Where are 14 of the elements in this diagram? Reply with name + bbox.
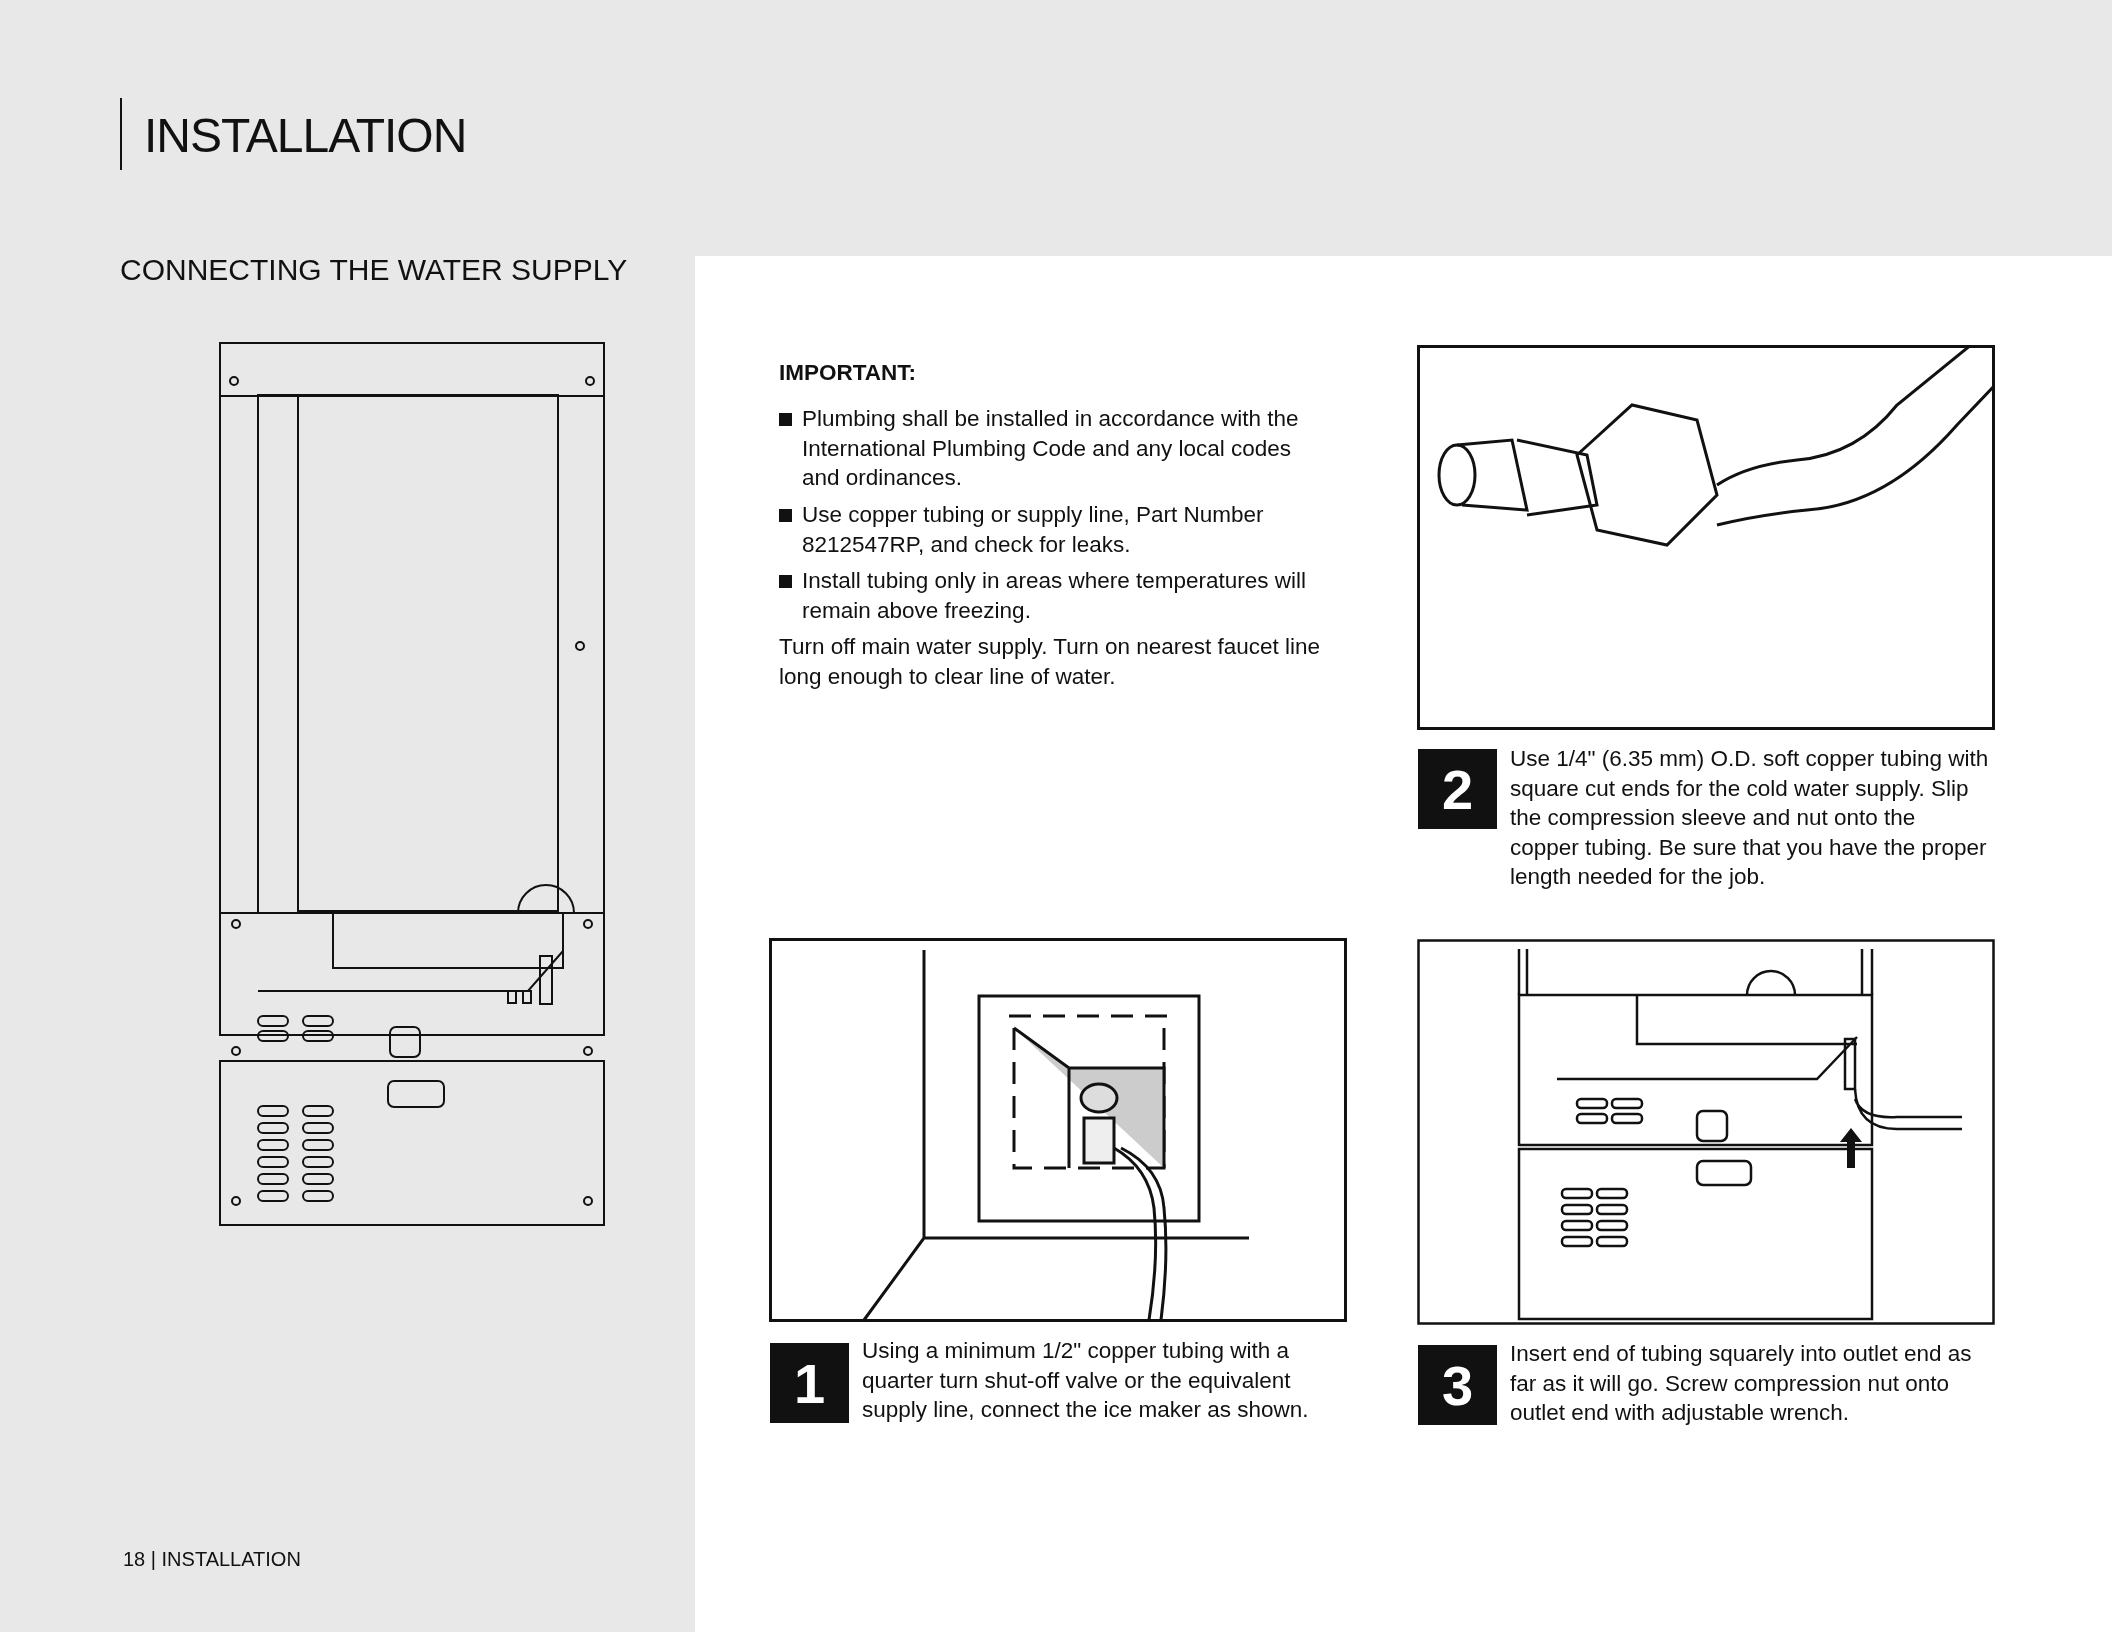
bullet-text: Use copper tubing or supply line, Part Number 8212547RP, and check for leaks. [802, 501, 1265, 559]
step-text: Using a minimum 1/2" copper tubing with a quarter turn shut-off valve or the equivalent supply line, connect the ice maker as shown. [862, 1337, 1310, 1424]
step-number: 2 [1418, 749, 1497, 829]
step-number: 1 [770, 1343, 849, 1423]
instruction-text: Turn off main water supply. Turn on nearest faucet line long enough to clear line of water. [779, 633, 1322, 691]
page-title: INSTALLATION [144, 108, 467, 163]
step-text: Use 1/4" (6.35 mm) O.D. soft copper tubing with square cut ends for the cold water supply. Slip the compression sleeve and nut onto the copper tubing. Be sure that you have the proper length needed for the job. [1510, 745, 1990, 891]
section-heading: CONNECTING THE WATER SUPPLY [120, 253, 629, 287]
step-text: Insert end of tubing squarely into outlet end as far as it will go. Screw compression nut onto outlet end with adjustable wrench. [1510, 1340, 1973, 1427]
bullet-text: Plumbing shall be installed in accordance with the International Plumbing Code and any local codes and ordinances. [802, 405, 1300, 492]
note-heading: IMPORTANT: [779, 359, 918, 387]
step-number: 3 [1418, 1345, 1497, 1425]
page-footer: 18 | INSTALLATION [123, 1548, 523, 1571]
bullet-text: Install tubing only in areas where temperatures will remain above freezing. [802, 567, 1307, 625]
